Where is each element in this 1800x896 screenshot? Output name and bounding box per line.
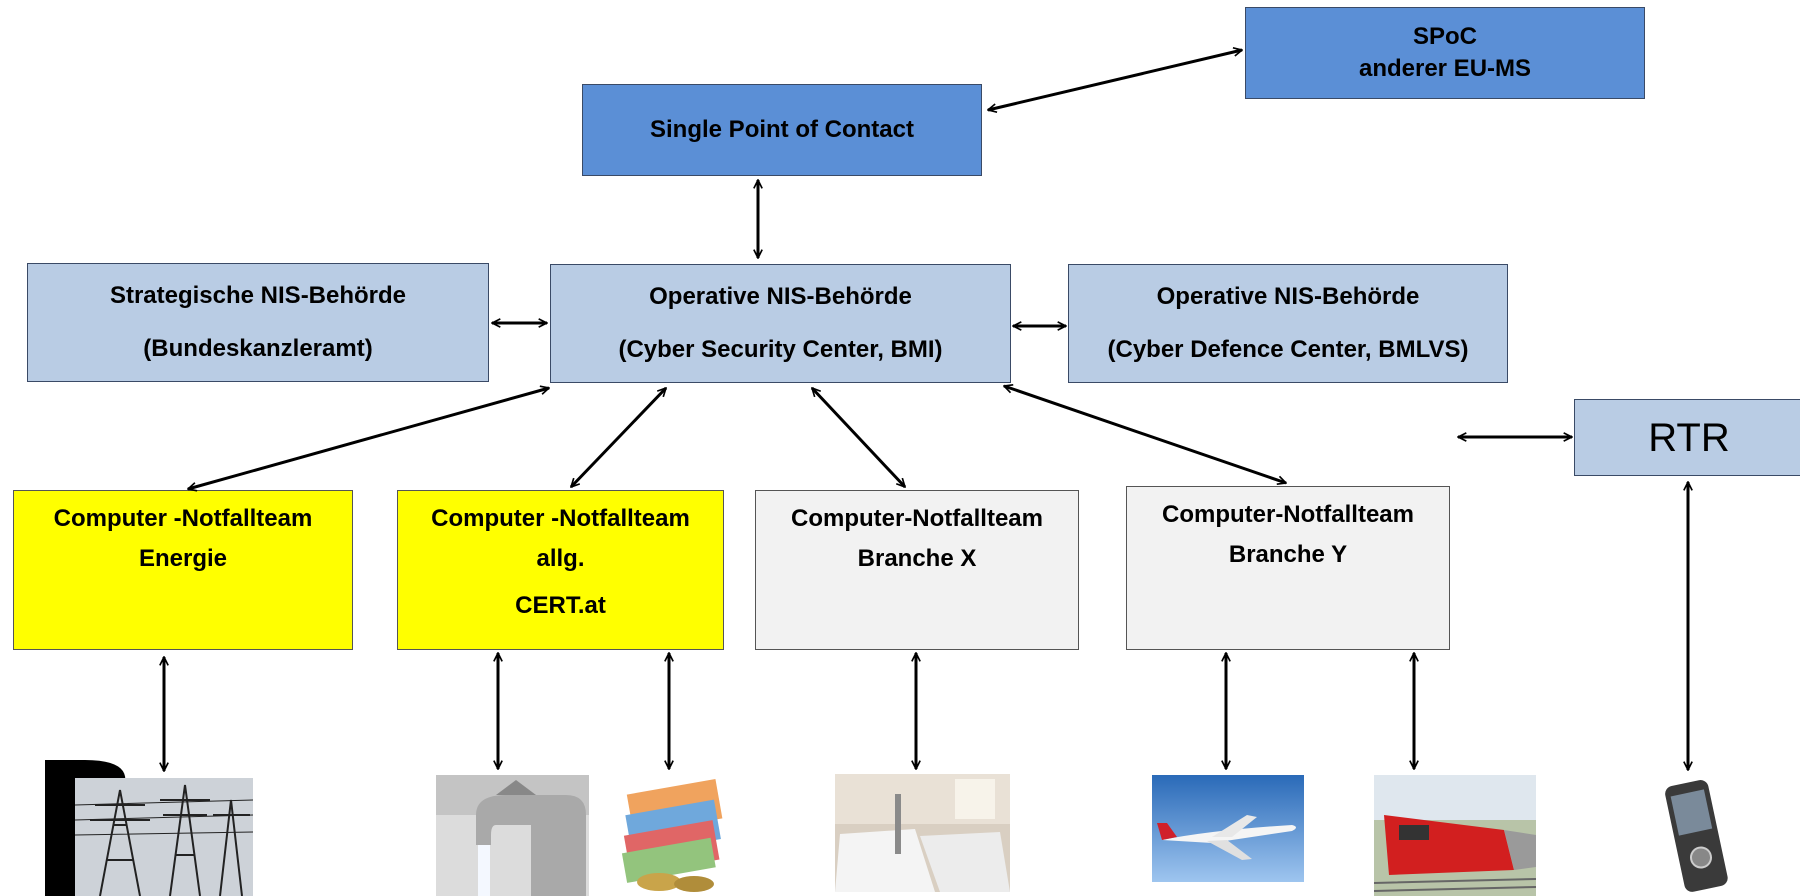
cert-energy-box: Computer -Notfallteam Energie xyxy=(13,490,353,650)
operative-bmi-label-1: Operative NIS-Behörde xyxy=(649,283,912,311)
mobile-phone-image xyxy=(1662,774,1730,896)
airplane-image xyxy=(1152,775,1304,882)
strategic-label-2: (Bundeskanzleramt) xyxy=(143,334,373,362)
arrow-operative-bmi-cert-energy xyxy=(188,388,549,489)
water-tap-image xyxy=(436,775,589,896)
cert-general-label-1: Computer -Notfallteam xyxy=(431,505,690,532)
arrow-spoc-spoceu xyxy=(988,50,1242,110)
cert-energy-label-2: Energie xyxy=(138,545,228,573)
arrow-operative-bmi-cert-x xyxy=(812,388,905,487)
spoc-box: Single Point of Contact xyxy=(582,84,982,176)
spoc-eu-label-2: anderer EU-MS xyxy=(1358,55,1532,82)
operative-bmi-box: Operative NIS-Behörde (Cyber Security Ce… xyxy=(550,264,1011,383)
spoc-label: Single Point of Contact xyxy=(650,115,914,143)
operative-bmi-label-2: (Cyber Security Center, BMI) xyxy=(618,335,943,363)
arrow-operative-bmi-cert-general xyxy=(571,388,666,487)
cert-branch-y-box: Computer-Notfallteam Branche Y xyxy=(1126,486,1450,650)
spoc-eu-box: SPoC anderer EU-MS xyxy=(1245,7,1645,99)
cert-general-box: Computer -Notfallteam allg. CERT.at xyxy=(397,490,724,650)
cert-y-label-2: Branche Y xyxy=(1228,541,1348,569)
operative-bmlvs-box: Operative NIS-Behörde (Cyber Defence Cen… xyxy=(1068,264,1508,383)
cert-energy-label-1: Computer -Notfallteam xyxy=(53,505,313,532)
rtr-box: RTR xyxy=(1574,399,1800,476)
strategic-authority-box: Strategische NIS-Behörde (Bundeskanzlera… xyxy=(27,263,489,382)
cert-x-label-2: Branche X xyxy=(857,545,977,573)
operative-bmlvs-label-1: Operative NIS-Behörde xyxy=(1156,283,1420,311)
cert-y-label-1: Computer-Notfallteam xyxy=(1161,501,1414,528)
cert-general-label-3: CERT.at xyxy=(515,591,606,619)
power-pylons-image xyxy=(45,760,253,896)
hospital-beds-image xyxy=(835,774,1010,892)
rtr-label: RTR xyxy=(1648,415,1730,460)
train-image xyxy=(1374,775,1536,896)
spoc-eu-label-1: SPoC xyxy=(1412,22,1477,50)
cert-branch-x-box: Computer-Notfallteam Branche X xyxy=(755,490,1079,650)
operative-bmlvs-label-2: (Cyber Defence Center, BMLVS) xyxy=(1107,335,1469,363)
strategic-label-1: Strategische NIS-Behörde xyxy=(109,282,407,310)
cert-x-label-1: Computer-Notfallteam xyxy=(790,505,1043,532)
euro-money-image xyxy=(614,772,734,896)
arrow-operative-bmi-cert-y xyxy=(1004,386,1286,483)
cert-general-label-2: allg. xyxy=(536,545,585,573)
